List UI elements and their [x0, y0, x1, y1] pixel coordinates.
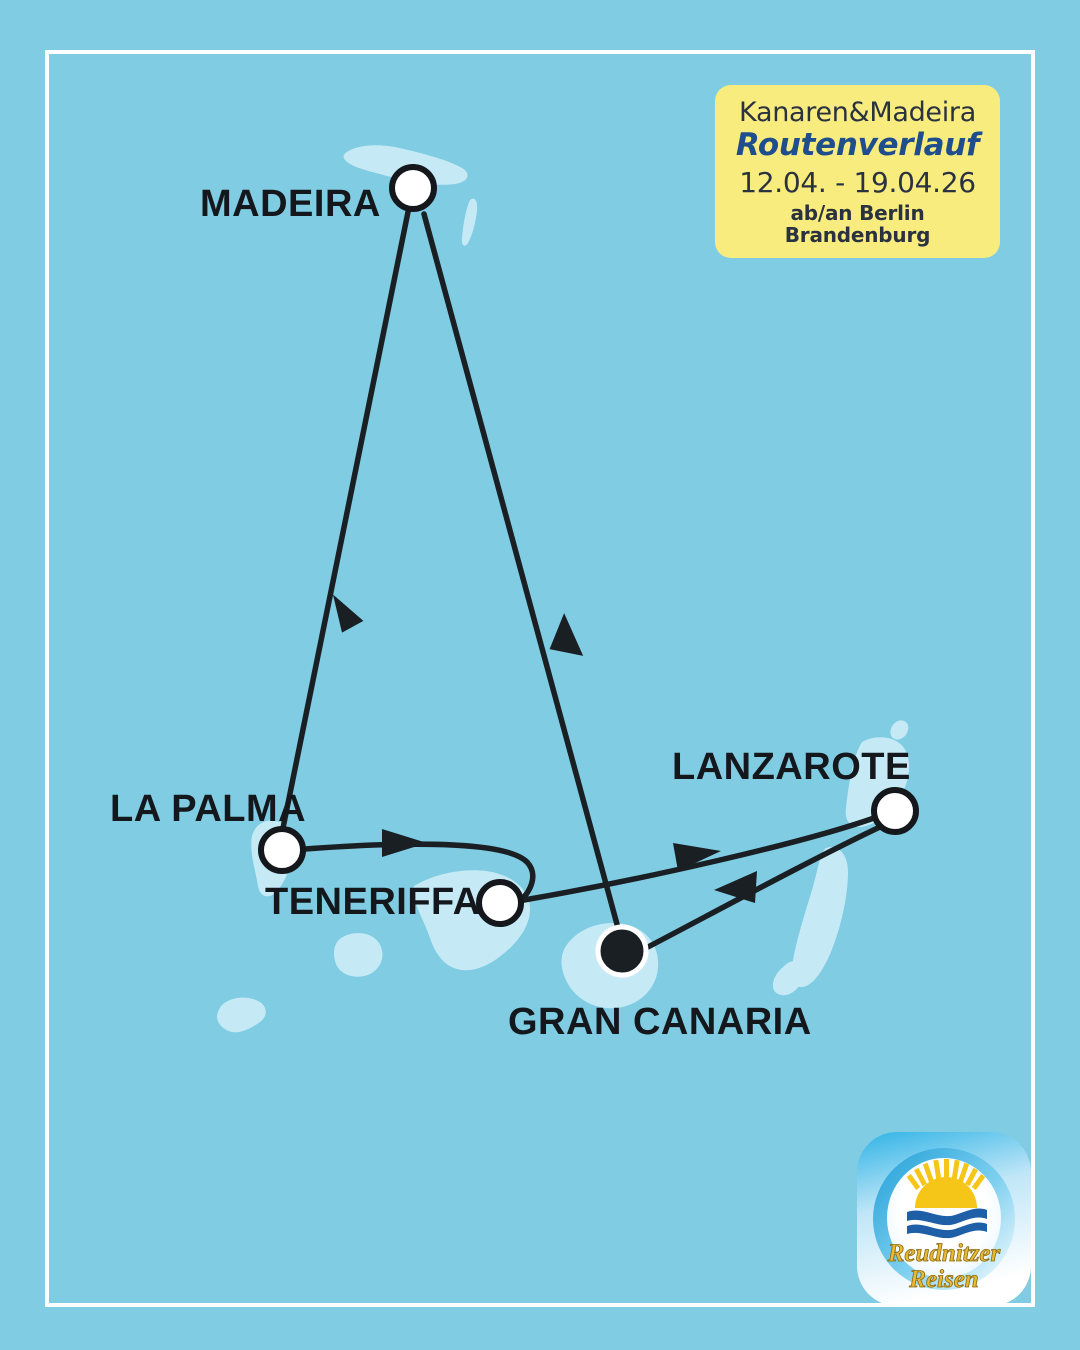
- island-shapes: [216, 145, 910, 1033]
- trip-title: Kanaren&Madeira: [739, 97, 976, 128]
- place-label-la-palma: LA PALMA: [110, 788, 307, 830]
- logo-text-line1: Reudnitzer: [887, 1240, 1001, 1267]
- route-info-card: Kanaren&Madeira Routenverlauf 12.04. - 1…: [715, 85, 1000, 258]
- island-el-hierro: [216, 997, 266, 1033]
- stop-markers: [258, 164, 919, 978]
- route-lines: [280, 209, 885, 951]
- island-fuerteventura-south: [772, 961, 804, 996]
- leg-la-palma-teneriffa: [302, 841, 536, 903]
- wave-icon: [907, 1208, 987, 1239]
- leg-gran-canaria-madeira: [421, 211, 621, 931]
- brand-logo[interactable]: Reudnitzer Reisen: [855, 1130, 1033, 1308]
- logo-text-line2: Reisen: [908, 1266, 978, 1293]
- marker-lanzarote[interactable]: [871, 787, 919, 835]
- leg-teneriffa-lanzarote: [521, 815, 877, 903]
- trip-dates: 12.04. - 19.04.26: [739, 166, 976, 200]
- route-arrowheads: [332, 594, 757, 903]
- leg-madeira-la-palma: [280, 209, 411, 831]
- marker-madeira[interactable]: [389, 164, 437, 212]
- place-label-lanzarote: LANZAROTE: [672, 746, 911, 788]
- arrow-to-gran-canaria: [714, 871, 757, 903]
- island-la-gomera: [333, 933, 383, 977]
- marker-la-palma[interactable]: [258, 826, 306, 874]
- place-label-gran-canaria: GRAN CANARIA: [508, 1001, 812, 1043]
- island-porto-santo: [461, 198, 478, 246]
- island-fuerteventura: [791, 847, 848, 988]
- place-label-madeira: MADEIRA: [200, 183, 381, 225]
- trip-subtitle: Routenverlauf: [735, 127, 980, 164]
- arrow-to-la-palma: [332, 594, 364, 633]
- arrow-to-madeira: [549, 613, 584, 656]
- trip-departure-airport: ab/an Berlin Brandenburg: [784, 200, 931, 247]
- place-label-teneriffa: TENERIFFA: [265, 881, 481, 923]
- marker-gran-canaria[interactable]: [595, 924, 649, 978]
- arrow-to-lanzarote: [673, 843, 721, 871]
- arrow-to-teneriffa: [382, 829, 427, 857]
- leg-lanzarote-gran-canaria: [643, 823, 885, 951]
- marker-teneriffa[interactable]: [476, 879, 524, 927]
- island-la-graciosa: [890, 720, 909, 740]
- island-madeira: [343, 145, 468, 185]
- sun-icon: [906, 1159, 986, 1208]
